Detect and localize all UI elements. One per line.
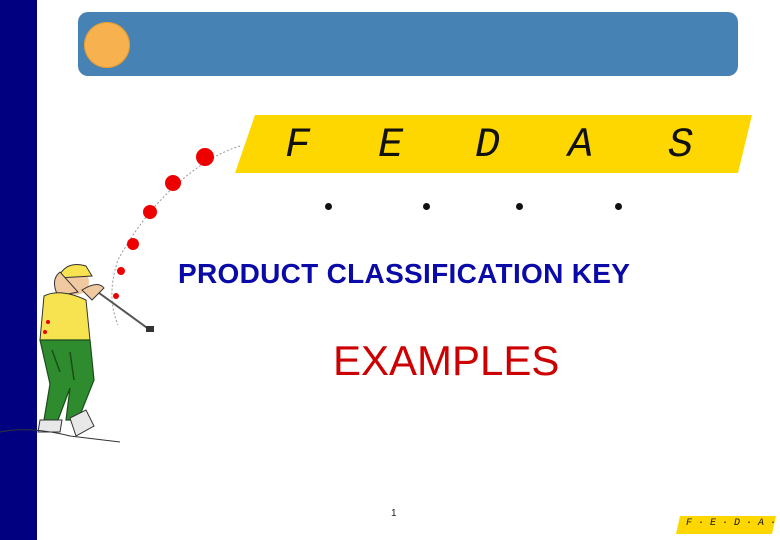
letter-e: E: [378, 121, 404, 169]
letter-a: A: [568, 121, 594, 169]
letter-f: F: [285, 121, 311, 169]
footer-badge-band: [676, 516, 776, 534]
footer-badge-text: F · E · D · A · S: [686, 518, 776, 529]
ball-trail-arc: [111, 145, 241, 326]
golfer-illustration-icon: [0, 264, 121, 443]
separator-dot: [615, 203, 622, 210]
golf-club: [94, 289, 151, 331]
top-banner: [78, 12, 738, 76]
page-subtitle: EXAMPLES: [333, 337, 560, 384]
golf-ball-trail-icon: [113, 148, 214, 299]
letter-s: S: [668, 121, 694, 169]
left-bar: [0, 0, 37, 540]
separator-dot: [423, 203, 430, 210]
letter-d: D: [475, 121, 501, 169]
page-number: 1: [391, 508, 397, 519]
footer-badge: F · E · D · A · S: [672, 516, 776, 534]
page-title: PRODUCT CLASSIFICATION KEY: [178, 258, 631, 289]
sun-circle-icon: [84, 22, 130, 68]
separator-dot: [325, 203, 332, 210]
letter-band: [235, 115, 752, 173]
separator-dot: [516, 203, 523, 210]
